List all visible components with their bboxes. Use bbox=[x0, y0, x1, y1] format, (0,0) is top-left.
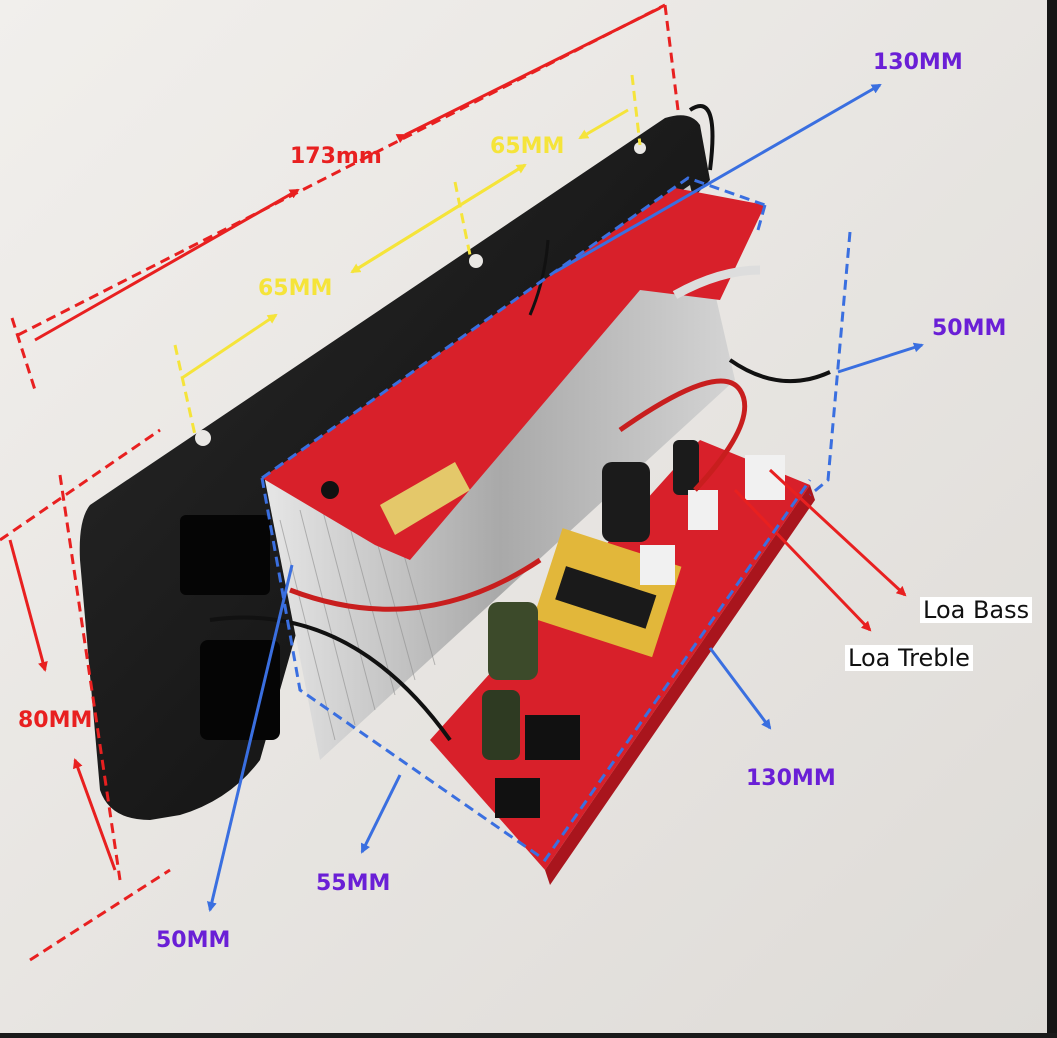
capacitor bbox=[673, 440, 699, 495]
depth-130mm-top-label: 130MM bbox=[873, 50, 963, 75]
spacing-65mm-top-label: 65MM bbox=[490, 134, 565, 159]
height-50mm-bottom-label: 50MM bbox=[156, 928, 231, 953]
capacitor bbox=[602, 462, 650, 542]
loa-treble-label: Loa Treble bbox=[845, 645, 973, 671]
pcb-antenna bbox=[380, 462, 470, 535]
depth-130mm-bottom-label: 130MM bbox=[746, 766, 836, 791]
speaker-connector bbox=[688, 490, 718, 530]
loa-bass-label: Loa Bass bbox=[920, 597, 1033, 623]
ic-chip bbox=[525, 715, 580, 760]
mount-hole bbox=[634, 142, 646, 154]
main-pcb bbox=[430, 440, 810, 870]
blue-dimension-lines bbox=[206, 83, 924, 912]
pcb-screw bbox=[321, 481, 339, 499]
connector bbox=[640, 545, 675, 585]
height-50mm-right-label: 50MM bbox=[932, 316, 1007, 341]
mount-hole bbox=[469, 254, 483, 268]
capacitor bbox=[482, 690, 520, 760]
mount-hole bbox=[195, 430, 211, 446]
red-dimension-lines bbox=[0, 3, 907, 962]
heatsink bbox=[265, 185, 735, 760]
width-173mm-label: 173mm bbox=[290, 144, 382, 169]
height-80mm-label: 80MM bbox=[18, 708, 93, 733]
spacing-65mm-mid-label: 65MM bbox=[258, 276, 333, 301]
power-switch bbox=[180, 515, 270, 595]
ic-chip bbox=[495, 778, 540, 818]
bluetooth-pcb bbox=[262, 188, 765, 560]
width-55mm-label: 55MM bbox=[316, 871, 391, 896]
power-socket bbox=[200, 640, 280, 740]
capacitor bbox=[488, 602, 538, 680]
yellow-dimension-lines bbox=[173, 74, 642, 436]
